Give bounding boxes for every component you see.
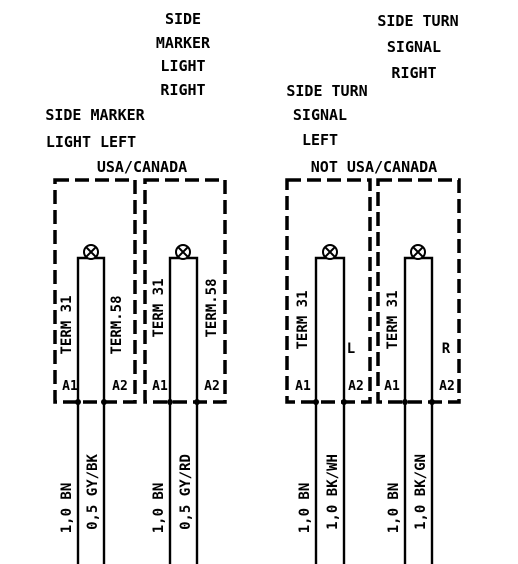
pin-node xyxy=(429,399,435,405)
label-line: LIGHT xyxy=(160,57,205,75)
pin-label: A1 xyxy=(384,379,400,394)
pin-label: A2 xyxy=(439,379,455,394)
terminal-label: TERM 31 xyxy=(295,290,311,349)
wire-label: 1,0 BN xyxy=(151,483,167,534)
component-box-turn-right xyxy=(376,178,461,404)
lamp-filament xyxy=(85,246,97,258)
label-side-turn-signal-left: SIDE TURN SIGNAL LEFT xyxy=(286,82,367,149)
lamp-circuit-turn-left xyxy=(313,244,347,564)
label-line: SIDE TURN xyxy=(286,82,367,100)
pin-label: A2 xyxy=(348,379,364,394)
side-letter-right: R xyxy=(442,341,451,357)
pin-label: A2 xyxy=(204,379,220,394)
pin-label: A2 xyxy=(112,379,128,394)
terminal-label: TERM 31 xyxy=(385,290,401,349)
wire-label: 0,5 GY/RD xyxy=(178,454,194,530)
lamp-circuit-marker-left xyxy=(75,244,107,564)
lamp-filament xyxy=(177,246,189,258)
pin-label: A1 xyxy=(152,379,168,394)
side-letter-left: L xyxy=(347,341,355,357)
label-line: SIDE xyxy=(165,10,201,28)
pin-node xyxy=(341,399,347,405)
terminal-label: TERM.58 xyxy=(109,295,125,354)
component-box-turn-left xyxy=(285,178,372,404)
label-not-usa-canada: NOT USA/CANADA xyxy=(311,158,437,176)
pin-label: A1 xyxy=(295,379,311,394)
lamp-circuit-marker-right xyxy=(167,244,200,564)
component-box-marker-left xyxy=(53,178,137,404)
terminal-label: TERM 31 xyxy=(59,295,75,354)
label-side-marker-light-right: SIDE MARKER LIGHT RIGHT xyxy=(156,10,211,99)
label-line: RIGHT xyxy=(391,64,436,82)
label-line: RIGHT xyxy=(160,81,205,99)
wire-label: 1,0 BN xyxy=(297,483,313,534)
pin-node xyxy=(194,399,200,405)
wire-label: 1,0 BN xyxy=(59,483,75,534)
label-side-marker-light-left: SIDE MARKER LIGHT LEFT xyxy=(45,106,145,151)
label-line: LIGHT LEFT xyxy=(46,133,136,151)
pin-node xyxy=(313,399,319,405)
terminal-label: TERM 31 xyxy=(151,278,167,337)
wire-label: 1,0 BN xyxy=(386,483,402,534)
label-line: SIDE MARKER xyxy=(45,106,145,124)
wire-label: 0,5 GY/BK xyxy=(85,454,101,530)
component-box-marker-right xyxy=(143,178,227,404)
terminal-label: TERM.58 xyxy=(204,278,220,337)
label-side-turn-signal-right: SIDE TURN SIGNAL RIGHT xyxy=(377,12,458,82)
pin-node xyxy=(167,399,173,405)
label-line: SIGNAL xyxy=(293,106,347,124)
lamp-filament xyxy=(324,246,336,258)
label-line: LEFT xyxy=(302,131,338,149)
pin-node xyxy=(402,399,408,405)
lamp-filament xyxy=(412,246,424,258)
pin-node xyxy=(101,399,107,405)
label-line: SIGNAL xyxy=(387,38,441,56)
label-line: SIDE TURN xyxy=(377,12,458,30)
wire-label: 1,0 BK/WH xyxy=(325,454,341,530)
label-line: MARKER xyxy=(156,34,211,52)
label-usa-canada: USA/CANADA xyxy=(97,158,187,176)
lamp-circuit-turn-right xyxy=(402,244,435,564)
pin-label: A1 xyxy=(62,379,78,394)
wire-label: 1,0 BK/GN xyxy=(413,454,429,530)
pin-node xyxy=(75,399,81,405)
